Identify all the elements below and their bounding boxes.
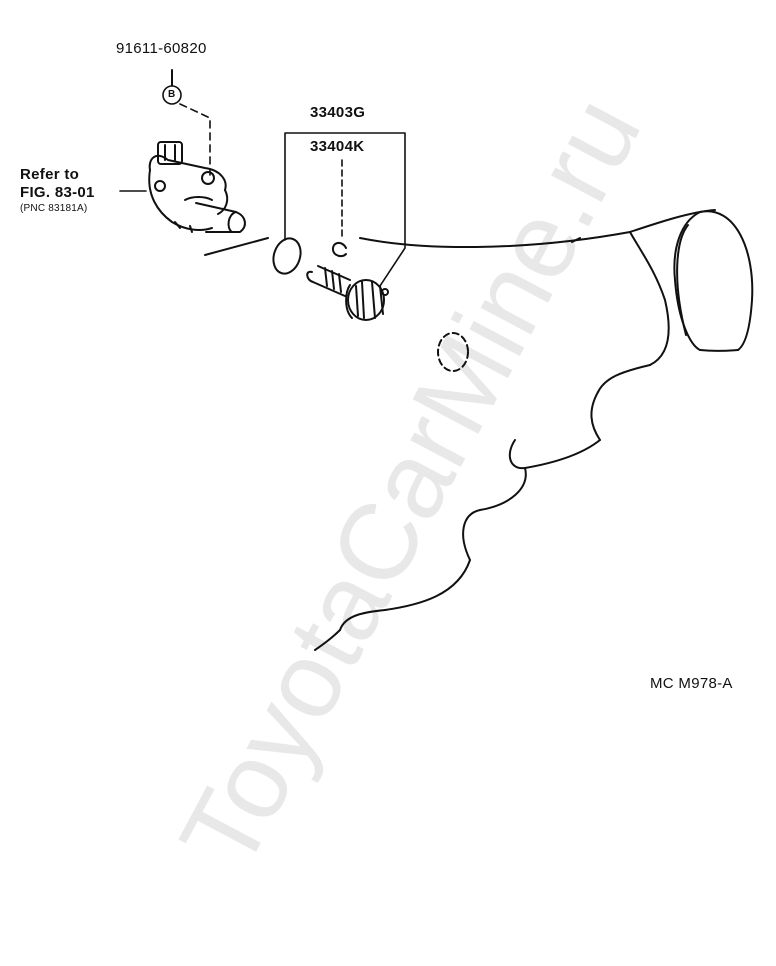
refer-line-3: (PNC 83181A) — [20, 203, 88, 214]
clip-illustration — [331, 242, 347, 258]
driven-gear-illustration — [306, 265, 389, 321]
part-number-gear-1: 33403G — [310, 104, 366, 121]
transmission-housing — [204, 209, 754, 651]
refer-line-2: FIG. 83-01 — [20, 184, 95, 201]
part-number-gear-2: 33404K — [310, 138, 365, 155]
refer-line-1: Refer to — [20, 166, 80, 183]
callout-b-label: B — [168, 89, 176, 100]
o-ring-illustration — [272, 237, 302, 275]
part-number-bolt: 91611-60820 — [116, 40, 207, 57]
callout-b-circle — [162, 85, 182, 105]
diagram-code: MC M978-A — [650, 675, 733, 692]
speed-sensor-illustration — [148, 141, 246, 233]
bracket-33403g — [284, 132, 406, 287]
